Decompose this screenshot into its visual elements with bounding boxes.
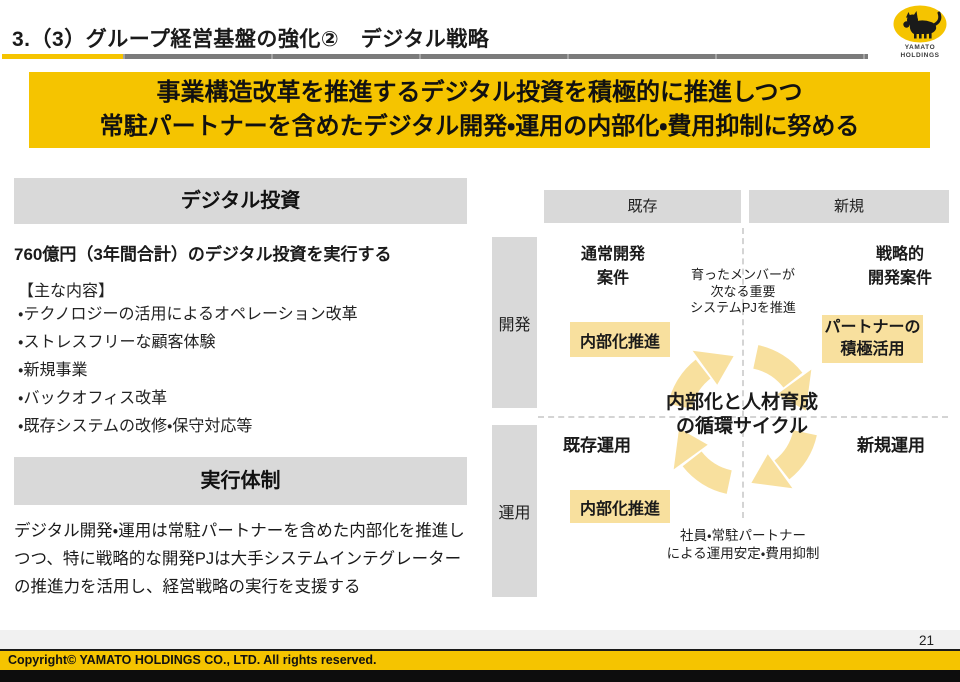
page-number: 21: [918, 633, 934, 648]
yamato-logo: YAMATO HOLDINGS: [882, 5, 958, 61]
investment-list-title: 【主な内容】: [18, 283, 115, 300]
footer-strip: [0, 630, 960, 651]
section-heading-digital-investment: デジタル投資: [14, 178, 467, 224]
yamato-cat-icon: [893, 5, 947, 43]
title-underline-gray: [123, 54, 868, 59]
note-member-growth: 育ったメンバーが 次なる重要 システムPJを推進: [690, 267, 796, 315]
row-header-development: 開発: [492, 237, 537, 408]
quadrant-new-operation: 新規運用: [857, 436, 925, 455]
investment-lead: 760億円（3年間合計）のデジタル投資を実行する: [14, 245, 392, 264]
logo-line2: HOLDINGS: [900, 52, 940, 60]
cycle-arrows-icon: [668, 345, 817, 494]
bullet-item: ・既存システムの改修・保守対応等: [18, 418, 253, 435]
logo-wordmark: YAMATO HOLDINGS: [882, 44, 958, 61]
banner-line1: 事業構造改革を推進するデジタル投資を積極的に推進しつつ: [156, 79, 803, 106]
column-header-existing: 既存: [544, 190, 741, 223]
matrix-divider-horizontal: [538, 416, 948, 418]
investment-bullet-list: ・テクノロジーの活用によるオペレーション改革・ストレスフリーな顧客体験・新規事業…: [18, 301, 473, 441]
badge-internalization-dev: 内部化推進: [570, 322, 670, 357]
bullet-item: ・ストレスフリーな顧客体験: [18, 334, 216, 351]
logo-line1: YAMATO: [904, 44, 936, 51]
quadrant-existing-operation: 既存運用: [563, 436, 631, 455]
section-heading-execution: 実行体制: [14, 457, 467, 505]
copyright-bar: Copyright© YAMATO HOLDINGS CO., LTD. All…: [0, 649, 960, 670]
badge-partner-utilization: パートナーの 積極活用: [822, 315, 923, 363]
row-header-development-label: 開発: [498, 316, 531, 334]
bullet-item: ・テクノロジーの活用によるオペレーション改革: [18, 306, 358, 323]
quadrant-strategic-development: 戦略的 開発案件: [867, 246, 932, 287]
key-message-banner: 事業構造改革を推進するデジタル投資を積極的に推進しつつ 常駐パートナーを含めたデ…: [29, 72, 930, 148]
badge-internalization-ops: 内部化推進: [570, 490, 670, 523]
note-operation-stability: 社員・常駐パートナー による運用安定・費用抑制: [666, 528, 820, 561]
page-title: 3.（3）グループ経営基盤の強化② デジタル戦略: [12, 28, 490, 51]
cycle-center-label: 内部化と人材育成 の循環サイクル: [665, 392, 818, 437]
row-header-operation: 運用: [492, 425, 537, 597]
column-header-new: 新規: [749, 190, 949, 223]
footer-black-bar: [0, 670, 960, 682]
bullet-item: ・新規事業: [18, 362, 88, 379]
matrix-divider-vertical: [742, 228, 744, 518]
bullet-item: ・バックオフィス改革: [18, 390, 168, 407]
title-underline-yellow: [2, 54, 123, 59]
quadrant-normal-development: 通常開発 案件: [580, 246, 645, 287]
execution-body: デジタル開発・運用は常駐パートナーを含めた内部化を推進しつつ、特に戦略的な開発P…: [14, 522, 465, 596]
row-header-operation-label: 運用: [498, 505, 531, 522]
banner-line2: 常駐パートナーを含めたデジタル開発・運用の内部化・費用抑制に努める: [99, 113, 860, 140]
